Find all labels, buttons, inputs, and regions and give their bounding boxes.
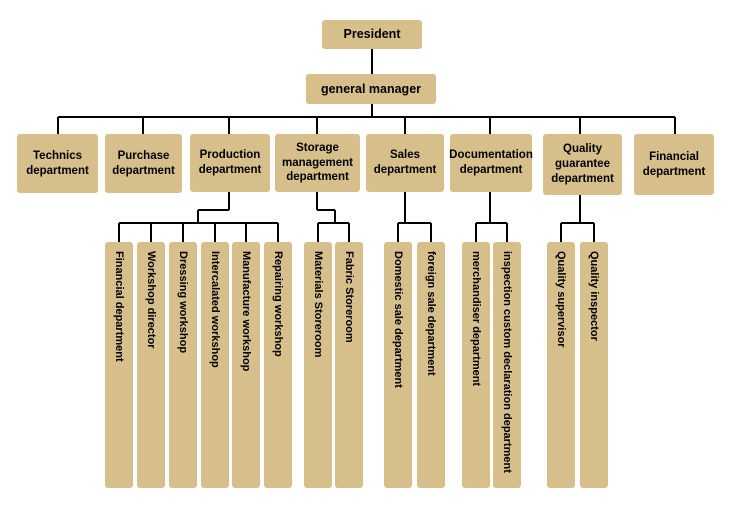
unit-label: inspection custom declaration department [501, 251, 513, 473]
department-label: Documentation department [449, 149, 533, 176]
unit-label: merchandiser department [470, 251, 482, 387]
unit-foreign-sale: foreign sale department [417, 242, 445, 488]
unit-intercalated-workshop: Intercalated workshop [201, 242, 229, 488]
unit-inspection-custom-declaration: inspection custom declaration department [493, 242, 521, 488]
unit-label: Intercalated workshop [209, 251, 221, 368]
department-technics: Technics department [17, 134, 98, 193]
unit-label: Materials Storeroom [312, 251, 324, 358]
unit-fabric-storeroom: Fabric Storeroom [335, 242, 363, 488]
department-storage-management: Storage management department [275, 134, 360, 192]
unit-merchandiser: merchandiser department [462, 242, 490, 488]
unit-label: Manufacture workshop [240, 251, 252, 372]
unit-label: Fabric Storeroom [343, 251, 355, 343]
unit-label: Quality inspector [588, 251, 600, 341]
unit-label: Quality supervisor [555, 251, 567, 348]
unit-label: Workshop director [145, 251, 157, 349]
president-box: President [322, 20, 422, 49]
connector-lines [57, 49, 676, 242]
unit-repairing-workshop: Repairing workshop [264, 242, 292, 488]
unit-manufacture-workshop: Manufacture workshop [232, 242, 260, 488]
unit-materials-storeroom: Materials Storeroom [304, 242, 332, 488]
unit-label: Dressing workshop [177, 251, 189, 354]
department-label: Purchase department [112, 149, 175, 177]
department-label: Sales department [373, 149, 437, 176]
department-purchase: Purchase department [105, 134, 182, 193]
department-label: Production department [198, 149, 262, 176]
department-documentation: Documentation department [449, 134, 533, 192]
unit-domestic-sale: Domestic sale department [384, 242, 412, 488]
department-label: Financial department [642, 150, 706, 178]
unit-label: foreign sale department [425, 251, 437, 376]
general-manager-label: general manager [320, 81, 422, 96]
department-production: Production department [190, 134, 270, 192]
unit-production-financial: Financial department [105, 242, 133, 488]
unit-quality-inspector: Quality inspector [580, 242, 608, 488]
general-manager-box: general manager [306, 74, 436, 104]
unit-label: Domestic sale department [392, 251, 404, 388]
president-label: President [343, 27, 401, 42]
unit-label: Repairing workshop [272, 251, 284, 357]
unit-label: Financial department [113, 251, 125, 362]
department-quality-guarantee: Quality guarantee department [543, 134, 622, 195]
department-label: Quality guarantee department [551, 143, 614, 185]
department-label: Storage management department [282, 141, 353, 184]
department-sales: Sales department [366, 134, 444, 192]
department-financial: Financial department [634, 134, 714, 195]
unit-dressing-workshop: Dressing workshop [169, 242, 197, 488]
unit-workshop-director: Workshop director [137, 242, 165, 488]
department-label: Technics department [26, 149, 89, 177]
unit-quality-supervisor: Quality supervisor [547, 242, 575, 488]
